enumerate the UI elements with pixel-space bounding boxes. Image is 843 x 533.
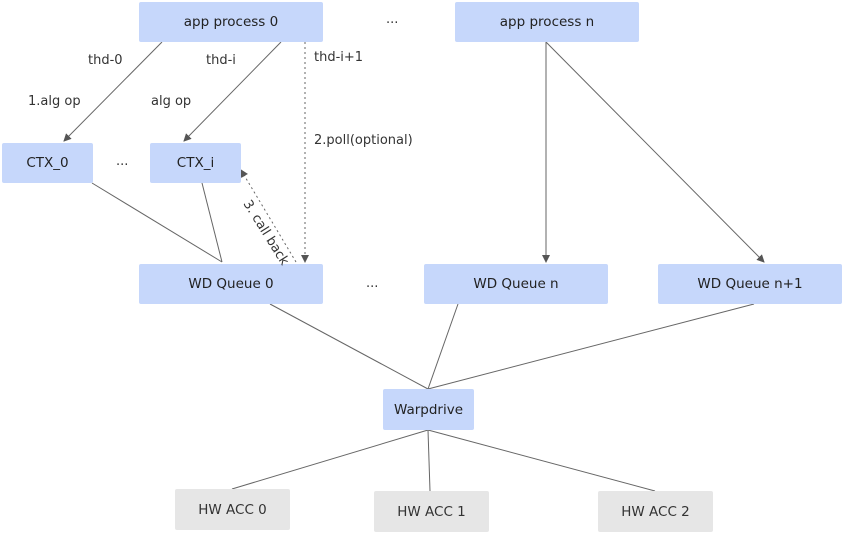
- edge-ctxi-wdq0: [201, 182, 223, 263]
- edge-app0-ctx0: [63, 41, 163, 142]
- node-ctx-i: CTX_i: [150, 143, 241, 183]
- node-hw-acc-0: HW ACC 0: [175, 489, 290, 530]
- label-alg-op: alg op: [151, 94, 192, 109]
- node-hw-acc-2: HW ACC 2: [598, 491, 713, 532]
- label-thd-i: thd-i: [206, 53, 236, 68]
- ellipsis-app: ...: [386, 12, 399, 27]
- label-thd-i1: thd-i+1: [314, 50, 364, 65]
- edge-warpdrive-hw0: [231, 429, 429, 490]
- label-alg-op-1: 1.alg op: [28, 94, 81, 109]
- ellipsis-queue: ...: [366, 276, 379, 291]
- edge-wdqn-warpdrive: [427, 303, 459, 390]
- node-wd-queue-n1: WD Queue n+1: [658, 264, 842, 304]
- edge-appn-wdqn1: [545, 41, 765, 263]
- edge-wdqn1-warpdrive: [427, 303, 755, 390]
- edge-app0-ctxi: [183, 41, 282, 142]
- node-app-process-0: app process 0: [139, 2, 323, 42]
- node-app-process-n: app process n: [455, 2, 639, 42]
- label-poll: 2.poll(optional): [314, 133, 413, 148]
- node-wd-queue-0: WD Queue 0: [139, 264, 323, 304]
- label-thd-0: thd-0: [88, 53, 123, 68]
- edge-ctx0-wdq0: [91, 182, 223, 263]
- node-wd-queue-n: WD Queue n: [424, 264, 608, 304]
- node-warpdrive: Warpdrive: [383, 389, 474, 430]
- node-ctx-0: CTX_0: [2, 143, 93, 183]
- node-hw-acc-1: HW ACC 1: [374, 491, 489, 532]
- edge-warpdrive-hw2: [427, 429, 656, 492]
- ellipsis-ctx: ...: [116, 154, 129, 169]
- edge-wdq0-warpdrive: [269, 303, 429, 390]
- edge-warpdrive-hw1: [427, 429, 431, 492]
